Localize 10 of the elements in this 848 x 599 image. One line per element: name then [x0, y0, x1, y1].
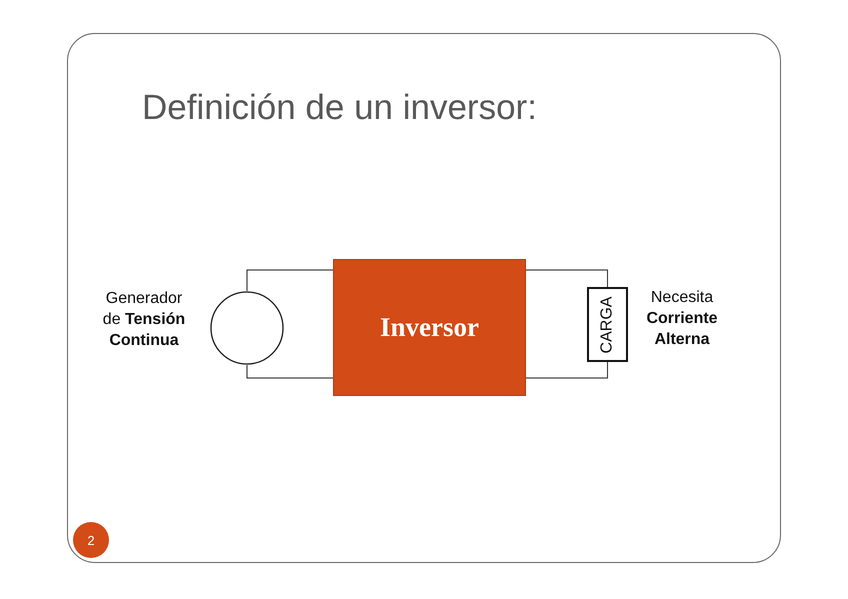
wire — [246, 270, 334, 292]
page-number: 2 — [73, 522, 109, 558]
slide-title: Definición de un inversor: — [142, 88, 537, 128]
component-caption: Necesita Corriente Alterna — [645, 288, 719, 350]
component-caption: Generador de Tensión Continua — [102, 289, 186, 351]
wire — [526, 362, 608, 378]
inverter-block: Inversor — [333, 259, 526, 396]
load-symbol: CARGA — [587, 287, 628, 362]
wire — [526, 270, 608, 288]
wire — [246, 364, 334, 378]
